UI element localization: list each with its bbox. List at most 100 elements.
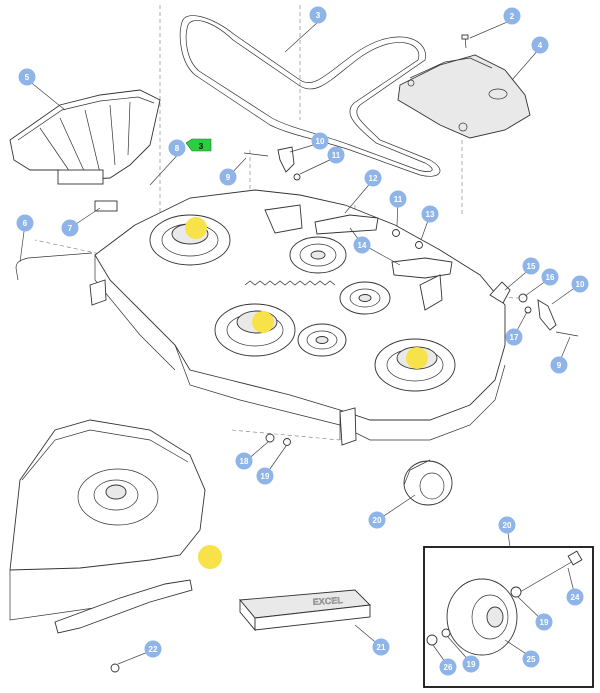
callout-number: 20 <box>503 521 512 530</box>
callout-c17: 17 <box>505 328 523 346</box>
deflector-spring <box>94 200 118 212</box>
blade-bolt-22 <box>110 663 120 673</box>
callout-number: 11 <box>394 195 403 204</box>
excel-decal: EXCEL <box>239 589 371 632</box>
callout-bubble <box>372 638 390 656</box>
callout-bubble <box>219 168 237 186</box>
tension-spring <box>244 280 336 286</box>
callout-number: 13 <box>426 210 435 219</box>
callout-number: 25 <box>527 655 536 664</box>
idler-pulley-lower <box>297 323 347 357</box>
gauge-wheel <box>403 459 453 506</box>
callout-bubble <box>311 132 329 150</box>
callout-c24: 24 <box>566 588 584 606</box>
callout-c11a: 11 <box>327 146 345 164</box>
callout-c3: 3 <box>309 6 327 24</box>
callout-c18: 18 <box>235 452 253 470</box>
left-bracket <box>264 204 303 234</box>
highlight-blade <box>198 545 222 569</box>
callout-number: 5 <box>25 73 30 82</box>
callout-bubble <box>498 516 516 534</box>
callout-c7: 7 <box>61 219 79 237</box>
callout-number: 4 <box>538 41 543 50</box>
callout-bubble <box>522 257 540 275</box>
callout-bubble <box>18 68 36 86</box>
callout-c9b: 9 <box>550 356 568 374</box>
nut-11a <box>293 173 301 181</box>
callout-bubble <box>309 6 327 24</box>
callout-bubble <box>16 214 34 232</box>
callout-c26: 26 <box>439 658 457 676</box>
drive-belt-inner <box>185 20 433 172</box>
washer-19a <box>283 438 291 446</box>
callout-bubble <box>168 139 186 157</box>
callout-number: 2 <box>510 12 515 21</box>
callout-bubble <box>462 655 480 673</box>
callout-number: 26 <box>444 663 453 672</box>
excel-decal-text: EXCEL <box>312 595 343 607</box>
idler-arm-upper <box>314 214 379 235</box>
callout-number: 12 <box>369 174 378 183</box>
callout-bubble <box>571 275 589 293</box>
center-spindle <box>214 303 296 357</box>
callout-bubble <box>61 219 79 237</box>
bumper-15 <box>489 281 511 304</box>
callout-number: 21 <box>377 643 386 652</box>
callout-number: 15 <box>527 262 536 271</box>
callout-number: 14 <box>358 241 367 250</box>
highlight-markers <box>185 217 428 569</box>
callout-c25: 25 <box>522 650 540 668</box>
callout-c19c: 19 <box>462 655 480 673</box>
bolt-9a <box>243 152 269 157</box>
front-bracket-left <box>89 279 107 306</box>
callout-c9a: 9 <box>219 168 237 186</box>
callout-number: 19 <box>261 472 270 481</box>
deck-underside <box>9 419 206 621</box>
highlight-left-spindle <box>185 217 207 239</box>
callout-c16: 16 <box>541 268 559 286</box>
callout-bubble <box>522 650 540 668</box>
callout-bubble <box>531 36 549 54</box>
callout-bubble <box>535 613 553 631</box>
callout-c6: 6 <box>16 214 34 232</box>
callout-bubble <box>505 328 523 346</box>
highlight-right-spindle <box>406 347 428 369</box>
callout-number: 10 <box>316 137 325 146</box>
callout-c19b: 19 <box>535 613 553 631</box>
bolt-9b <box>555 331 579 337</box>
callout-bubble <box>327 146 345 164</box>
callout-number: 16 <box>546 273 555 282</box>
callout-bubble <box>439 658 457 676</box>
callout-c20b: 20 <box>498 516 516 534</box>
callout-number: 19 <box>540 618 549 627</box>
callout-bubble <box>368 511 386 529</box>
callout-bubble <box>353 236 371 254</box>
highlight-center-spindle <box>252 311 274 333</box>
callout-number: 19 <box>467 660 476 669</box>
wheel-bracket <box>339 407 357 446</box>
green-flag-tag: 3 <box>185 138 212 152</box>
callout-number: 9 <box>226 173 231 182</box>
callout-c14: 14 <box>353 236 371 254</box>
callout-c4: 4 <box>531 36 549 54</box>
callout-number: 7 <box>68 224 73 233</box>
callout-number: 10 <box>576 280 585 289</box>
callout-bubble <box>566 588 584 606</box>
callout-number: 11 <box>332 151 341 160</box>
callout-bubble <box>421 205 439 223</box>
callout-c15: 15 <box>522 257 540 275</box>
callout-bubble <box>144 640 162 658</box>
callout-c11b: 11 <box>389 190 407 208</box>
callout-c2: 2 <box>503 7 521 25</box>
callout-c20a: 20 <box>368 511 386 529</box>
discharge-deflector <box>9 89 161 185</box>
flag-tag-text: 3 <box>199 142 204 151</box>
callout-number: 18 <box>240 457 249 466</box>
callout-number: 24 <box>571 593 580 602</box>
callout-bubble <box>235 452 253 470</box>
callout-c10b: 10 <box>571 275 589 293</box>
belt-cover <box>397 54 531 139</box>
idler-arm-lower <box>391 257 453 279</box>
